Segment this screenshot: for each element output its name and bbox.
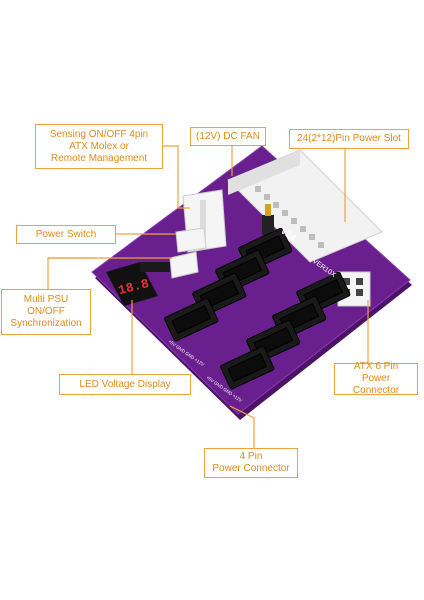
atx-24pin-slot — [227, 149, 383, 263]
connector-4pin — [220, 345, 275, 390]
callout-leader-lines — [47, 139, 369, 448]
callout-switch: Power Switch — [16, 225, 116, 244]
led-voltage-display: 18.8 — [106, 262, 170, 306]
callout-fan: (12V) DC FAN — [190, 127, 266, 146]
connector-4pin — [164, 297, 219, 342]
power-connectors-4pin — [164, 227, 351, 390]
callout-atx6: ATX 6 Pin Power Connector — [334, 361, 418, 396]
fan-plug — [262, 204, 274, 235]
callout-power-slot: 24(2*12)Pin Power Slot — [289, 129, 409, 149]
callout-4pin: 4 Pin Power Connector — [204, 448, 298, 478]
callout-sensing: Sensing ON/OFF 4pin ATX Molex or Remote … — [35, 124, 163, 169]
switch-header — [169, 251, 199, 279]
callout-multi-psu: Multi PSU ON/OFF Synchronization — [1, 289, 91, 335]
fan-header — [175, 227, 207, 253]
callout-led: LED Voltage Display — [59, 374, 191, 395]
led-digits: 18.8 — [117, 276, 151, 298]
